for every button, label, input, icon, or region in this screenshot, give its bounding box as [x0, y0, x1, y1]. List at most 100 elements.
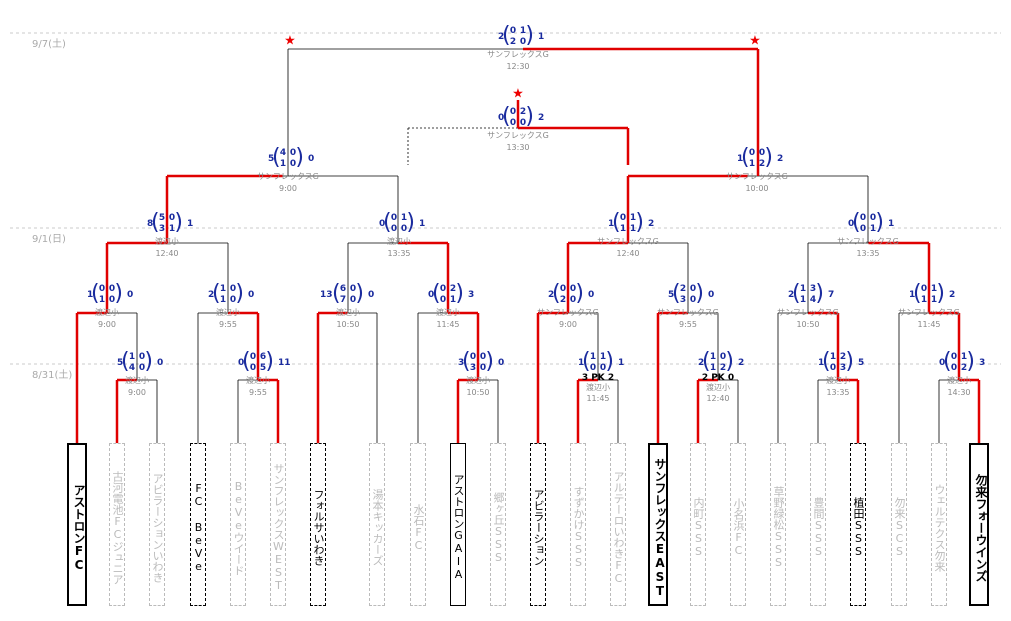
half-score: 4 — [809, 295, 817, 305]
venue-label: 渡辺小 — [387, 237, 411, 246]
team-box: 小名浜FC — [730, 443, 746, 606]
time-label: 14:30 — [947, 388, 971, 397]
team-box: サンフレックスEAST — [648, 443, 668, 606]
half-score: 0 — [689, 284, 697, 294]
half-score: 0 — [439, 295, 447, 305]
venue-label: 渡辺小 — [826, 376, 850, 385]
total-score-right: 1 — [538, 32, 545, 42]
total-score-right: 2 — [949, 290, 956, 300]
time-label: 10:50 — [796, 320, 820, 329]
half-score: 1 — [960, 352, 968, 362]
venue-label: 渡辺小 — [336, 308, 360, 317]
time-label: 9:55 — [249, 388, 267, 397]
half-score: 0 — [509, 118, 517, 128]
half-score: 1 — [748, 159, 756, 169]
paren-icon: ) — [764, 145, 773, 170]
total-score-left: 8 — [147, 219, 154, 229]
total-score-left: 2 — [208, 290, 215, 300]
venue-label: 渡辺小 — [436, 308, 460, 317]
paren-icon: ) — [845, 349, 854, 374]
half-score: 2 — [960, 363, 968, 373]
half-score: 5 — [158, 213, 166, 223]
half-score: 1 — [799, 295, 807, 305]
paren-icon: ( — [502, 23, 511, 48]
total-score-right: 0 — [248, 290, 255, 300]
half-score: 0 — [138, 352, 146, 362]
half-score: 1 — [629, 224, 637, 234]
team-box: 植田SSS — [850, 443, 866, 606]
team-box: アストロンGAIA — [450, 443, 466, 606]
half-score: 2 — [679, 284, 687, 294]
team-box: ウェルテクス勿来 — [931, 443, 947, 606]
venue-label: 渡辺小 — [947, 376, 971, 385]
team-box: 湯本キッカーズ — [369, 443, 385, 606]
half-score: 1 — [599, 352, 607, 362]
half-score: 0 — [229, 295, 237, 305]
half-score: 1 — [449, 295, 457, 305]
total-score-right: 0 — [157, 358, 164, 368]
half-score: 1 — [829, 352, 837, 362]
star-icon: ★ — [512, 86, 524, 102]
paren-icon: ( — [913, 281, 922, 306]
half-score: 0 — [469, 352, 477, 362]
paren-icon: ) — [235, 281, 244, 306]
total-score-right: 0 — [588, 290, 595, 300]
total-score-right: 2 — [538, 113, 545, 123]
paren-icon: ( — [672, 281, 681, 306]
half-score: 0 — [950, 352, 958, 362]
half-score: 3 — [809, 284, 817, 294]
half-score: 1 — [219, 284, 227, 294]
half-score: 0 — [950, 363, 958, 373]
total-score-left: 5 — [268, 154, 275, 164]
paren-icon: ) — [966, 349, 975, 374]
team-box: BeVeウイード — [230, 443, 246, 606]
paren-icon: ) — [695, 281, 704, 306]
venue-label: サンフレックスG — [777, 308, 839, 317]
paren-icon: ( — [383, 210, 392, 235]
half-score: 0 — [569, 295, 577, 305]
paren-icon: ) — [485, 349, 494, 374]
paren-icon: ( — [212, 281, 221, 306]
half-score: 1 — [219, 295, 227, 305]
team-box: FC BeVe — [190, 443, 206, 606]
half-score: 0 — [920, 284, 928, 294]
paren-icon: ( — [432, 281, 441, 306]
total-score-right: 0 — [127, 290, 134, 300]
half-score: 1 — [930, 295, 938, 305]
total-score-left: 5 — [117, 358, 124, 368]
pk-score: 2 PK 0 — [701, 373, 735, 383]
venue-label: サンフレックスG — [657, 308, 719, 317]
paren-icon: ) — [936, 281, 945, 306]
team-box: 水石FC — [410, 443, 426, 606]
paren-icon: ( — [332, 281, 341, 306]
half-score: 1 — [400, 213, 408, 223]
venue-label: 渡辺小 — [95, 308, 119, 317]
total-score-right: 2 — [738, 358, 745, 368]
half-score: 1 — [799, 284, 807, 294]
venue-label: サンフレックスG — [487, 131, 549, 140]
team-box: すずかけSSS — [570, 443, 586, 606]
total-score-right: 0 — [308, 154, 315, 164]
total-score-left: 1 — [818, 358, 825, 368]
star-icon: ★ — [284, 33, 296, 49]
total-score-left: 1 — [87, 290, 94, 300]
half-score: 1 — [619, 224, 627, 234]
